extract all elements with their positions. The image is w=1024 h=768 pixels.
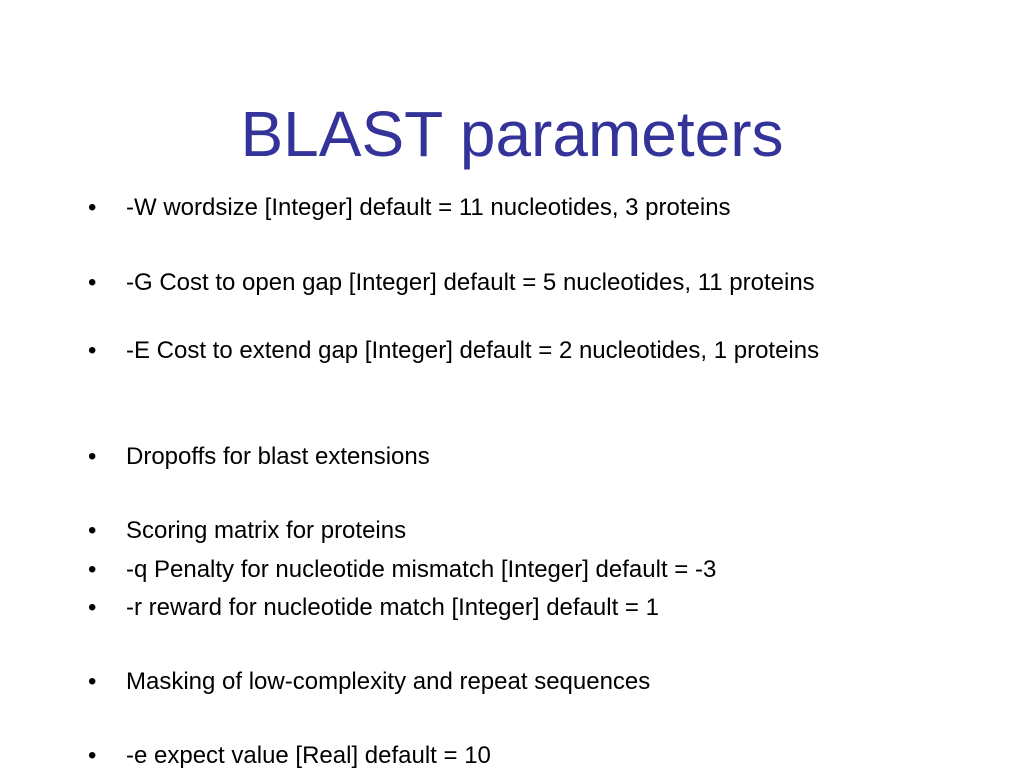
bullet-icon: • (88, 594, 97, 621)
bullet-icon: • (88, 443, 97, 470)
bullet-item-expect-value: • -e expect value [Real] default = 10 (88, 741, 868, 768)
bullet-item-mismatch-penalty: • -q Penalty for nucleotide mismatch [In… (88, 555, 868, 585)
bullet-item-gap-open: • -G Cost to open gap [Integer] default … (88, 268, 868, 298)
bullet-text: Scoring matrix for proteins (126, 517, 407, 544)
bullet-icon: • (88, 337, 97, 364)
bullet-icon: • (88, 517, 97, 544)
bullet-item-match-reward: • -r reward for nucleotide match [Intege… (88, 593, 868, 623)
bullet-item-masking: • Masking of low-complexity and repeat s… (88, 667, 868, 697)
bullet-icon: • (88, 556, 97, 583)
bullet-text: -G Cost to open gap [Integer] default = … (126, 269, 815, 296)
slide-title: BLAST parameters (240, 98, 784, 170)
bullet-icon: • (88, 269, 97, 296)
bullet-item-wordsize: • -W wordsize [Integer] default = 11 nuc… (88, 193, 868, 223)
bullet-item-scoring-matrix: • Scoring matrix for proteins (88, 516, 868, 546)
bullet-text: Dropoffs for blast extensions (126, 443, 430, 470)
bullet-item-dropoffs: • Dropoffs for blast extensions (88, 442, 868, 472)
bullet-text: -e expect value [Real] default = 10 (126, 742, 491, 768)
bullet-item-gap-extend: • -E Cost to extend gap [Integer] defaul… (88, 336, 868, 366)
bullet-text: -W wordsize [Integer] default = 11 nucle… (126, 194, 731, 221)
bullet-text: Masking of low-complexity and repeat seq… (126, 668, 651, 695)
bullet-text: -q Penalty for nucleotide mismatch [Inte… (126, 556, 717, 583)
bullet-icon: • (88, 742, 97, 768)
bullet-text: -r reward for nucleotide match [Integer]… (126, 594, 659, 621)
bullet-icon: • (88, 668, 97, 695)
bullet-icon: • (88, 194, 97, 221)
bullet-text: -E Cost to extend gap [Integer] default … (126, 337, 820, 364)
